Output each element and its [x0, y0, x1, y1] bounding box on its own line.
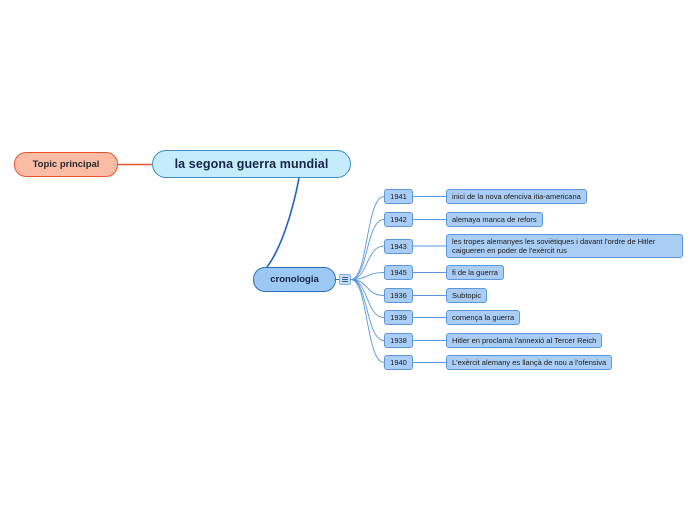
year-node[interactable]: 1936 [384, 288, 413, 303]
detail-node[interactable]: comença la guerra [446, 310, 521, 325]
year-node[interactable]: 1945 [384, 265, 413, 280]
year-node[interactable]: 1940 [384, 355, 413, 370]
connector-year-branches [350, 196, 385, 363]
detail-node[interactable]: Subtopic [446, 288, 488, 303]
detail-node[interactable]: fi de la guerra [446, 265, 504, 280]
connector-detail-branches [413, 196, 446, 363]
central-topic[interactable]: la segona guerra mundial [152, 150, 351, 178]
year-node[interactable]: 1941 [384, 189, 413, 204]
detail-node[interactable]: inici de la nova ofenciva itia-americana [446, 189, 587, 204]
detail-node[interactable]: alemaya manca de refors [446, 212, 543, 227]
collapse-toggle-icon[interactable] [339, 274, 351, 285]
floating-topic[interactable]: Topic principal [14, 152, 118, 177]
connector-central-cronologia [266, 177, 300, 268]
detail-node[interactable]: Hitler en proclamà l'annexió al Tercer R… [446, 333, 603, 348]
year-node[interactable]: 1942 [384, 212, 413, 227]
detail-node[interactable]: L'exèrcit alemany es llançà de nou a l'o… [446, 355, 613, 370]
year-node[interactable]: 1938 [384, 333, 413, 348]
year-node[interactable]: 1939 [384, 310, 413, 325]
detail-node[interactable]: les tropes alemanyes les soviètiques i d… [446, 234, 683, 258]
year-node[interactable]: 1943 [384, 238, 413, 254]
main-topic-cronologia[interactable]: cronologia [253, 267, 336, 292]
